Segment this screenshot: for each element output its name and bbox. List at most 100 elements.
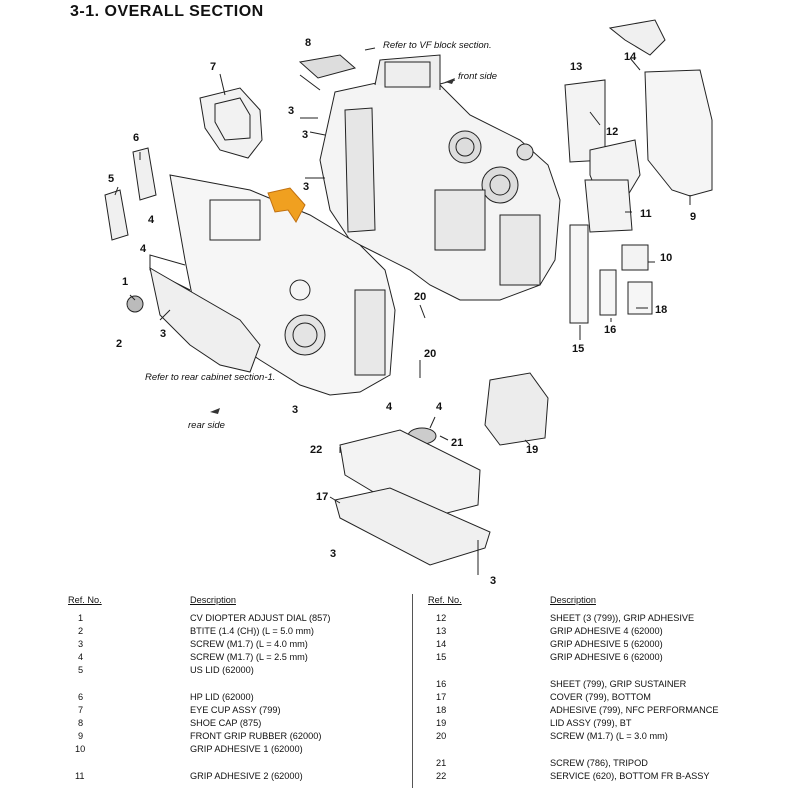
- callout-4b: 4: [140, 243, 147, 255]
- us-lid: [104, 189, 129, 241]
- callout-17: 17: [316, 491, 328, 503]
- note-front-side: front side: [458, 71, 497, 82]
- ref-no: 10: [75, 744, 86, 754]
- ref-no: 22: [436, 771, 447, 781]
- header-ref-no-right: Ref. No.: [428, 595, 462, 605]
- callout-3f: 3: [330, 548, 336, 560]
- hp-lid: [132, 147, 157, 201]
- header-description-left: Description: [190, 595, 236, 605]
- ref-no: 2: [78, 626, 84, 636]
- callout-3e: 3: [292, 404, 298, 416]
- ref-no: 19: [436, 718, 447, 728]
- ref-no: 11: [75, 771, 85, 781]
- part-description: LID ASSY (799), BT: [550, 718, 632, 728]
- part-description: GRIP ADHESIVE 5 (62000): [550, 639, 663, 649]
- callout-4c: 4: [386, 401, 393, 413]
- ref-no: 20: [436, 731, 447, 741]
- ref-no: 4: [78, 652, 84, 662]
- callout-10: 10: [660, 252, 672, 264]
- bottom-board: [339, 429, 481, 521]
- ref-no: 12: [436, 613, 447, 623]
- mode-dial: [448, 130, 482, 164]
- callout-4a: 4: [148, 214, 155, 226]
- part-description: SCREW (M1.7) (L = 4.0 mm): [190, 639, 308, 649]
- parts-list: Ref. No. Description Ref. No. Descriptio…: [0, 594, 800, 800]
- callout-3c: 3: [302, 129, 308, 141]
- callout-1: 1: [122, 276, 128, 288]
- part-description: HP LID (62000): [190, 692, 254, 702]
- ref-no: 18: [436, 705, 447, 715]
- part-description: GRIP ADHESIVE 6 (62000): [550, 652, 663, 662]
- front-grip-rubber: [644, 69, 713, 197]
- callout-18: 18: [655, 304, 667, 316]
- column-divider: [412, 594, 413, 788]
- exploded-view-diagram: Refer to VF block section. front side Re…: [104, 19, 713, 587]
- ref-no: 16: [436, 679, 447, 689]
- callout-14: 14: [624, 51, 637, 63]
- callout-15: 15: [572, 343, 584, 355]
- part-description: SHEET (3 (799)), GRIP ADHESIVE: [550, 613, 695, 623]
- callout-8: 8: [305, 37, 311, 49]
- ref-no: 15: [436, 652, 447, 662]
- callout-20b: 20: [424, 348, 436, 360]
- callout-2: 2: [116, 338, 122, 350]
- part-description: ADHESIVE (799), NFC PERFORMANCE: [550, 705, 719, 715]
- callout-3a: 3: [160, 328, 166, 340]
- part-description: EYE CUP ASSY (799): [190, 705, 281, 715]
- callout-20a: 20: [414, 291, 426, 303]
- header-description-right: Description: [550, 595, 596, 605]
- front-side-arrow: [445, 78, 455, 84]
- callout-16: 16: [604, 324, 616, 336]
- ref-no: 1: [78, 613, 84, 623]
- callout-3g: 3: [490, 575, 496, 587]
- note-vf-block: Refer to VF block section.: [383, 40, 492, 51]
- section-title: 3-1. OVERALL SECTION: [70, 3, 264, 20]
- part-description: GRIP ADHESIVE 1 (62000): [190, 744, 303, 754]
- part-description: SHEET (799), GRIP SUSTAINER: [550, 679, 687, 689]
- callout-9: 9: [690, 211, 696, 223]
- callout-3d: 3: [303, 181, 309, 193]
- callout-13: 13: [570, 61, 582, 73]
- part-description: FRONT GRIP RUBBER (62000): [190, 731, 322, 741]
- callout-22: 22: [310, 444, 322, 456]
- rear-side-arrow: [210, 408, 220, 414]
- highlight-flex: [267, 187, 306, 223]
- shoe-cap: [298, 54, 357, 79]
- ref-no: 6: [78, 692, 84, 702]
- callout-3b: 3: [288, 105, 294, 117]
- callout-11: 11: [640, 208, 652, 220]
- ref-no: 5: [78, 665, 84, 675]
- header-ref-no-left: Ref. No.: [68, 595, 102, 605]
- ref-no: 9: [78, 731, 84, 741]
- part-description: GRIP ADHESIVE 4 (62000): [550, 626, 663, 636]
- callout-12: 12: [606, 126, 618, 138]
- callout-4d: 4: [436, 401, 443, 413]
- note-rear-side: rear side: [188, 420, 225, 431]
- callout-19: 19: [526, 444, 538, 456]
- ref-no: 14: [436, 639, 447, 649]
- part-description: BTITE (1.4 (CH)) (L = 5.0 mm): [190, 626, 314, 636]
- part-description: SCREW (786), TRIPOD: [550, 758, 648, 768]
- note-rear-cabinet: Refer to rear cabinet section-1.: [145, 372, 275, 383]
- part-description: SHOE CAP (875): [190, 718, 262, 728]
- callout-5: 5: [108, 173, 114, 185]
- eye-cup: [199, 87, 263, 159]
- part-description: SCREW (M1.7) (L = 3.0 mm): [550, 731, 668, 741]
- callout-6: 6: [133, 132, 139, 144]
- part-description: COVER (799), BOTTOM: [550, 692, 651, 702]
- ref-no: 21: [436, 758, 447, 768]
- top-dial: [481, 166, 519, 204]
- ref-no: 17: [436, 692, 447, 702]
- bottom-cover: [334, 487, 491, 566]
- diopter-dial: [126, 295, 144, 313]
- callout-21: 21: [451, 437, 463, 449]
- part-description: GRIP ADHESIVE 2 (62000): [190, 771, 303, 781]
- part-description: US LID (62000): [190, 665, 254, 675]
- part-description: CV DIOPTER ADJUST DIAL (857): [190, 613, 331, 623]
- ref-no: 8: [78, 718, 84, 728]
- ref-no: 13: [436, 626, 447, 636]
- ref-no: 7: [78, 705, 84, 715]
- part-description: SERVICE (620), BOTTOM FR B-ASSY: [550, 771, 710, 781]
- callout-7: 7: [210, 61, 216, 73]
- lid-assy-bt: [484, 372, 549, 446]
